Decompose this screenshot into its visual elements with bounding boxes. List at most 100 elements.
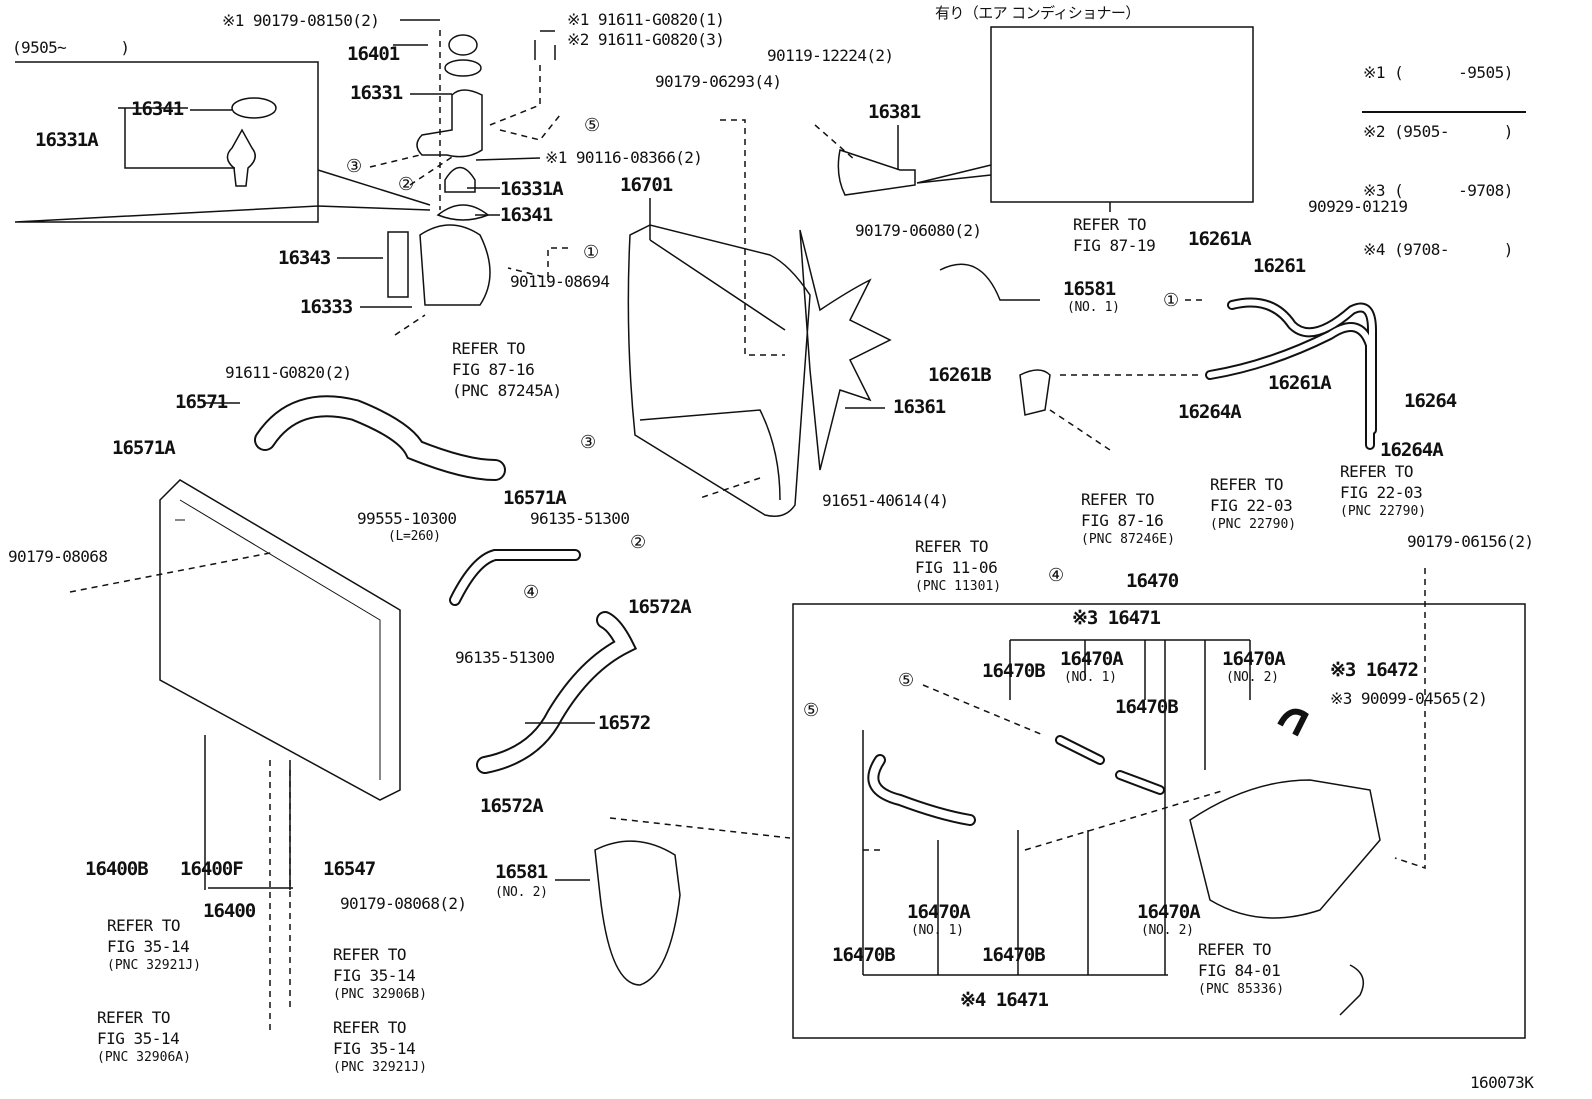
part-label: 90179-06156(2) — [1407, 532, 1534, 551]
part-label: 16261A — [1268, 372, 1332, 394]
part-label: ※2 91611-G0820(3) — [567, 30, 725, 49]
fan-shroud — [627, 224, 811, 517]
connection-marker: ② — [630, 532, 647, 553]
part-label: 16381 — [868, 101, 921, 123]
part-label: 16571A — [112, 437, 176, 459]
part-label: 90119-12224(2) — [767, 46, 894, 65]
part-label: 90119-08694 — [510, 272, 610, 291]
connection-marker: ③ — [346, 156, 363, 177]
part-label: 16400F — [180, 858, 244, 880]
part-label: 16264 — [1404, 390, 1457, 412]
part-label: 16341 — [500, 204, 553, 226]
part-label: 16261A — [1188, 228, 1252, 250]
part-label: 16331A — [500, 178, 564, 200]
part-label: ※3 90099-04565(2) — [1330, 689, 1488, 708]
part-label: 16470B — [1115, 696, 1179, 718]
part-note: (NO. 1) — [1067, 300, 1120, 315]
legend-item: ※2 (9505- ) — [1363, 122, 1513, 141]
part-label: 90179-08068 — [8, 547, 108, 566]
part-label: 16470A — [1137, 901, 1201, 923]
part-label: 16470B — [832, 944, 896, 966]
part-label: 96135-51300 — [455, 648, 555, 667]
part-label: 16470 — [1126, 570, 1179, 592]
reservoir-tank — [1189, 779, 1381, 919]
radiator — [159, 479, 401, 801]
part-label: 16701 — [620, 174, 673, 196]
part-label: 16333 — [300, 296, 353, 318]
part-label: 91611-G0820(2) — [225, 363, 352, 382]
cooling-fan — [799, 229, 892, 471]
inset-box-9505 — [14, 61, 431, 223]
part-label: 16572A — [480, 795, 544, 817]
part-label: 16400B — [85, 858, 149, 880]
part-label: 91651-40614(4) — [822, 491, 949, 510]
connection-marker: ④ — [523, 582, 540, 603]
part-label: ※1 90116-08366(2) — [545, 148, 703, 167]
part-label: 16343 — [278, 247, 331, 269]
part-label: 16331 — [350, 82, 403, 104]
legend-item: ※4 (9708- ) — [1363, 240, 1513, 259]
part-note: (NO. 1) — [1064, 670, 1117, 685]
part-note: (NO. 2) — [1141, 923, 1194, 938]
part-note: (NO. 2) — [495, 885, 548, 900]
connection-marker: ③ — [580, 432, 597, 453]
part-label: 16572 — [598, 712, 651, 734]
part-label: 16400 — [203, 900, 256, 922]
part-label: 16572A — [628, 596, 692, 618]
part-label: 16470A — [1060, 648, 1124, 670]
part-label: ※1 90179-08150(2) — [222, 11, 380, 30]
part-label: 16401 — [347, 43, 400, 65]
part-label: ※1 91611-G0820(1) — [567, 10, 725, 29]
connection-marker: ⑤ — [584, 115, 601, 136]
legend-item: ※1 ( -9505) — [1363, 63, 1513, 82]
connection-marker: ① — [583, 242, 600, 263]
part-label: 16261 — [1253, 255, 1306, 277]
part-label: 16581 — [1063, 278, 1116, 300]
part-label: 16331A — [35, 129, 99, 151]
part-label: 90179-06080(2) — [855, 221, 982, 240]
part-note: (NO. 1) — [911, 923, 964, 938]
date-legend: ※1 ( -9505) ※2 (9505- ) ※3 ( -9708) ※4 (… — [1363, 24, 1513, 279]
connection-marker: ④ — [1048, 565, 1065, 586]
part-label: 99555-10300 — [357, 509, 457, 528]
reservoir-group-box — [792, 603, 1526, 1039]
legend-item: ※3 ( -9708) — [1363, 181, 1513, 200]
figure-code: 160073K — [1470, 1073, 1534, 1092]
part-label: 16341 — [131, 98, 184, 120]
part-label: 96135-51300 — [530, 509, 630, 528]
part-label: ※3 16472 — [1330, 659, 1419, 681]
part-note: (L=260) — [388, 529, 441, 544]
air-conditioner-label: 有り（エア コンディショナー） — [935, 4, 1140, 22]
part-label: 16571 — [175, 391, 228, 413]
connection-marker: ① — [1163, 290, 1180, 311]
date-range-label: (9505~ ) — [12, 38, 130, 57]
part-note: (NO. 2) — [1226, 670, 1279, 685]
connection-marker: ⑤ — [803, 700, 820, 721]
part-label: 16571A — [503, 487, 567, 509]
part-label: 16470A — [907, 901, 971, 923]
part-label: 16470A — [1222, 648, 1286, 670]
part-label: 16470B — [982, 944, 1046, 966]
connection-marker: ⑤ — [898, 670, 915, 691]
part-label: 90179-06293(4) — [655, 72, 782, 91]
part-label: 16547 — [323, 858, 376, 880]
part-label: 90929-01219 — [1308, 197, 1408, 216]
part-label: 16581 — [495, 861, 548, 883]
part-label: ※4 16471 — [960, 989, 1049, 1011]
part-label: 16264A — [1380, 439, 1444, 461]
part-label: ※3 16471 — [1072, 607, 1161, 629]
part-label: 16361 — [893, 396, 946, 418]
inset-box-air-conditioner — [990, 26, 1254, 203]
connection-marker: ② — [398, 174, 415, 195]
part-label: 16470B — [982, 660, 1046, 682]
